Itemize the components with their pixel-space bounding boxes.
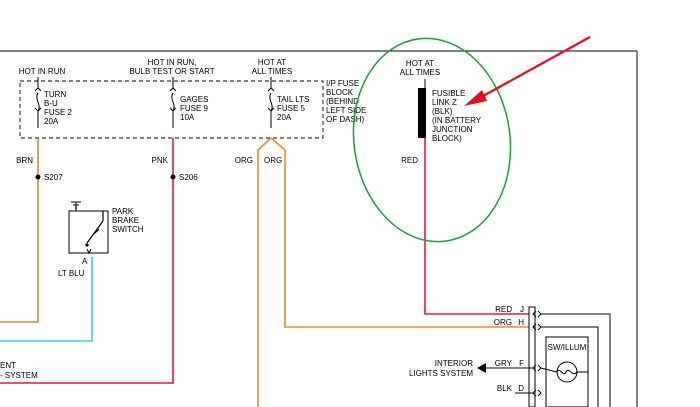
pin-d-letter: D (518, 384, 524, 393)
fusible-link-line-3: (BLK) (432, 107, 453, 116)
fuse-tail-lts: TAIL LTS FUSE 5 20A (267, 77, 309, 128)
pin-a-label: A (82, 257, 88, 266)
fuse-turn-bu-line-1: TURN (44, 90, 66, 99)
hot-in-run-bulb-label-1: HOT IN RUN, (148, 58, 197, 67)
fuse-turn-bu-line-4: 20A (44, 117, 59, 126)
left-label-1: ENT (0, 361, 16, 370)
interior-lights-label-2: LIGHTS SYSTEM (409, 369, 473, 378)
orange-wire-right (270, 137, 532, 328)
pin-h-wire-out (541, 326, 599, 407)
red-wire (424, 138, 532, 315)
pin-h-letter: H (518, 318, 524, 327)
splice-s206 (170, 174, 176, 180)
orange-wire-left (257, 137, 272, 407)
sw-illum-label: SW/ILLUM (548, 343, 587, 352)
fuse-gages-line-1: GAGES (180, 95, 208, 104)
splice-s207 (35, 174, 41, 180)
fuse-block-label-line-4: LEFT SIDE (326, 106, 366, 115)
wire-label-red-link: RED (401, 156, 418, 165)
arrow-pointer (464, 36, 591, 106)
left-label-2: - SYSTEM (0, 371, 38, 380)
fuse-block-label-line-5: OF DASH) (326, 115, 365, 124)
fusible-hot-label-1: HOT AT (406, 59, 434, 68)
wire-label-lt-blu: LT BLU (58, 269, 85, 278)
fuse-gages-line-3: 10A (180, 113, 195, 122)
fusible-link-line-2: LINK Z (432, 98, 457, 107)
fuse-tail-lts-line-3: 20A (277, 113, 292, 122)
fusible-link-body (418, 88, 426, 138)
wire-label-pnk: PNK (152, 156, 169, 165)
highlight-circle (352, 37, 512, 243)
pin-j-wire-out (541, 313, 611, 407)
park-brake-label-3: SWITCH (112, 225, 144, 234)
fuse-block-label-line-2: BLOCK (326, 88, 354, 97)
lt-blu-wire (0, 257, 93, 342)
hot-in-run-bulb-label-2: BULB TEST OR START (129, 67, 214, 76)
pin-d-wire-label: BLK (497, 384, 513, 393)
park-brake-label-2: BRAKE (112, 216, 139, 225)
fuse-turn-bu: TURN B-U FUSE 2 20A (34, 77, 73, 128)
fuse-tail-lts-line-2: FUSE 5 (277, 104, 306, 113)
wire-label-org-2: ORG (264, 156, 282, 165)
fuse-block-box (19, 80, 324, 139)
hot-at-all-times-label-2: ALL TIMES (252, 67, 292, 76)
fuse-turn-bu-line-2: B-U (44, 99, 58, 108)
hot-at-all-times-label-1: HOT AT (258, 58, 286, 67)
wire-label-org-1: ORG (235, 156, 253, 165)
wire-label-brn: BRN (16, 156, 33, 165)
pink-wire (0, 138, 174, 384)
fuse-gages: GAGES FUSE 9 10A (169, 77, 209, 128)
fuse-tail-lts-line-1: TAIL LTS (277, 95, 309, 104)
park-brake-switch (68, 201, 109, 255)
brown-wire (0, 138, 39, 323)
fuse-block-label-line-3: (BEHIND (326, 97, 359, 106)
fusible-hot-label-2: ALL TIMES (400, 68, 440, 77)
pin-j-wire-label: RED (495, 305, 512, 314)
splice-s206-label: S206 (179, 173, 198, 182)
fusible-link-line-5: JUNCTION (432, 125, 473, 134)
pin-j-letter: J (520, 305, 524, 314)
pin-f-wire-label: GRY (495, 359, 513, 368)
fuse-block-label-line-1: I/P FUSE (326, 79, 359, 88)
fuse-gages-line-2: FUSE 9 (180, 104, 209, 113)
fuse-turn-bu-line-3: FUSE 2 (44, 108, 73, 117)
fusible-link-line-1: FUSIBLE (432, 89, 465, 98)
hot-in-run-label: HOT IN RUN (19, 67, 66, 76)
fusible-link-line-4: (IN BATTERY (432, 116, 482, 125)
interior-lights-label-1: INTERIOR (435, 359, 473, 368)
fusible-link-line-6: BLOCK) (432, 134, 462, 143)
pin-h-wire-label: ORG (494, 318, 512, 327)
pin-f-letter: F (519, 359, 524, 368)
park-brake-label-1: PARK (112, 207, 134, 216)
interior-arrow-icon (477, 363, 486, 373)
bulb-icon (556, 361, 578, 383)
bulb-wire (540, 367, 588, 373)
connector (528, 306, 542, 407)
splice-s207-label: S207 (44, 173, 63, 182)
